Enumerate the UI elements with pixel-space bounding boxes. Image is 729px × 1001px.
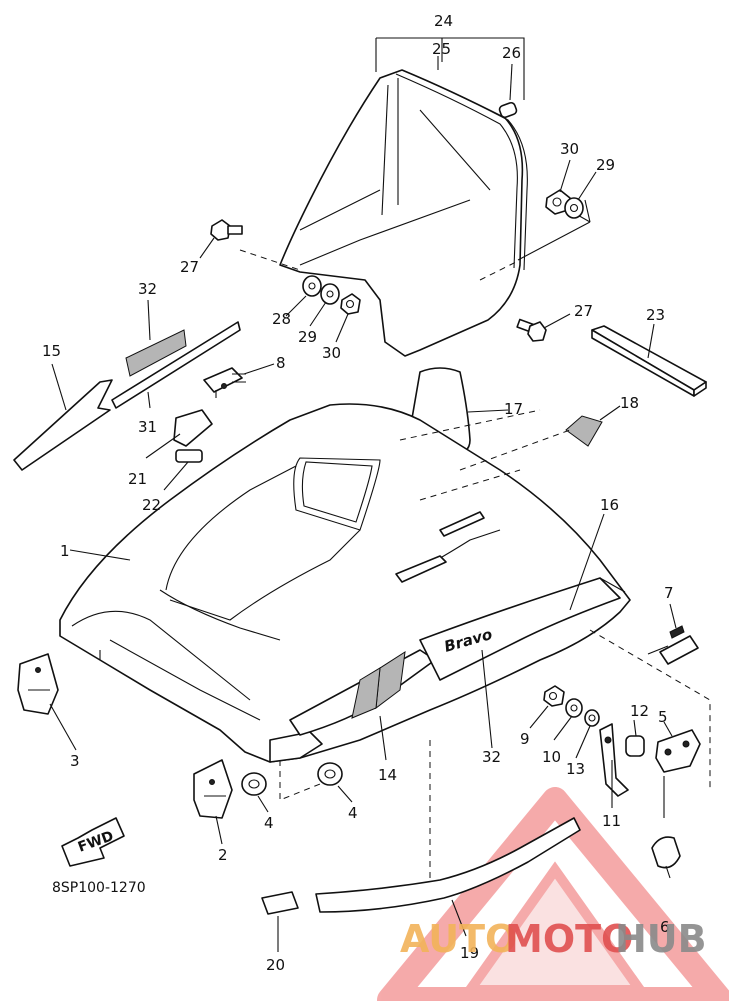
callout-17: 17 bbox=[504, 400, 523, 418]
decal-31 bbox=[111, 321, 241, 409]
callout-5: 5 bbox=[658, 708, 668, 726]
callout-27-right: 27 bbox=[574, 302, 593, 320]
callout-4-right: 4 bbox=[348, 804, 358, 822]
watermark-logo bbox=[377, 787, 729, 1001]
callout-26: 26 bbox=[502, 44, 521, 62]
strip-23 bbox=[591, 325, 707, 397]
callout-32-top: 32 bbox=[138, 280, 157, 298]
bolt-27-right bbox=[516, 318, 547, 342]
callout-32-lower: 32 bbox=[482, 748, 501, 766]
washer-13 bbox=[584, 709, 600, 727]
callout-3: 3 bbox=[70, 752, 80, 770]
handle-7 bbox=[647, 625, 699, 665]
watermark-auto: AUTO bbox=[400, 917, 517, 961]
callout-labels: 24 25 26 30 29 27 28 29 30 27 23 32 31 1… bbox=[42, 12, 674, 974]
spacer-12 bbox=[625, 735, 645, 757]
callout-13: 13 bbox=[566, 760, 585, 778]
callout-22: 22 bbox=[142, 496, 161, 514]
callout-9: 9 bbox=[520, 730, 530, 748]
callout-28: 28 bbox=[272, 310, 291, 328]
callout-12: 12 bbox=[630, 702, 649, 720]
callout-7: 7 bbox=[664, 584, 674, 602]
callout-15: 15 bbox=[42, 342, 61, 360]
washer-10 bbox=[565, 698, 583, 718]
windshield-nut-26 bbox=[498, 101, 518, 119]
watermark-moto: MOTO bbox=[505, 917, 633, 961]
callout-2: 2 bbox=[218, 846, 228, 864]
callout-31: 31 bbox=[138, 418, 157, 436]
fwd-arrow-icon: FWD bbox=[61, 817, 125, 867]
bracket-8 bbox=[203, 367, 246, 398]
latch-arm-11 bbox=[599, 723, 629, 797]
block-22 bbox=[175, 449, 203, 463]
leader-lines bbox=[49, 56, 677, 952]
nut-9 bbox=[543, 685, 565, 707]
callout-30-mid: 30 bbox=[322, 344, 341, 362]
watermark-hub: HUB bbox=[615, 917, 707, 961]
watermark-text: AUTO MOTO HUB bbox=[400, 917, 707, 961]
callout-30-top: 30 bbox=[560, 140, 579, 158]
knob-6 bbox=[651, 836, 681, 879]
callout-6: 6 bbox=[660, 918, 670, 936]
nut-28 bbox=[302, 275, 322, 297]
bracket-5 bbox=[655, 729, 701, 773]
decal-32-top bbox=[125, 329, 187, 377]
callout-18: 18 bbox=[620, 394, 639, 412]
bolt-27-left bbox=[210, 219, 243, 241]
callout-8: 8 bbox=[276, 354, 286, 372]
part-code: 8SP100-1270 bbox=[52, 880, 146, 896]
block-21 bbox=[173, 409, 213, 447]
callout-29-top: 29 bbox=[596, 156, 615, 174]
grommet-4-right bbox=[317, 762, 343, 786]
callout-20: 20 bbox=[266, 956, 285, 974]
callout-14: 14 bbox=[378, 766, 397, 784]
callout-25: 25 bbox=[432, 40, 451, 58]
callout-16: 16 bbox=[600, 496, 619, 514]
plate-18 bbox=[565, 415, 603, 447]
windshield bbox=[279, 69, 528, 357]
callout-27-left: 27 bbox=[180, 258, 199, 276]
washer-29-mid bbox=[320, 283, 340, 305]
callout-19: 19 bbox=[460, 944, 479, 962]
callout-29-mid: 29 bbox=[298, 328, 317, 346]
rubber-strip-19 bbox=[315, 817, 581, 913]
nut-30-mid bbox=[340, 293, 361, 315]
block-20 bbox=[261, 891, 299, 915]
bracket-24 bbox=[375, 37, 525, 100]
bracket-2 bbox=[193, 759, 233, 819]
callout-23: 23 bbox=[646, 306, 665, 324]
callout-4-left: 4 bbox=[264, 814, 274, 832]
callout-1: 1 bbox=[60, 542, 70, 560]
callout-24: 24 bbox=[434, 12, 453, 30]
callout-10: 10 bbox=[542, 748, 561, 766]
decal-15 bbox=[13, 379, 113, 471]
bracket-3 bbox=[17, 653, 59, 715]
washer-29-top bbox=[564, 197, 584, 219]
callout-21: 21 bbox=[128, 470, 147, 488]
callout-11: 11 bbox=[602, 812, 621, 830]
grommet-4-left bbox=[241, 772, 267, 796]
hood-1 bbox=[59, 403, 631, 763]
